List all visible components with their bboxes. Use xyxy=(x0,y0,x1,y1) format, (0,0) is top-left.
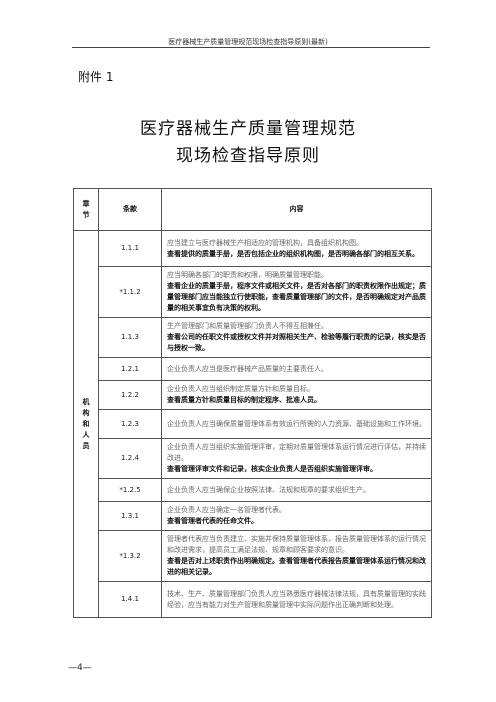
inspection-method-text: 查看管理者代表的任命文件。 xyxy=(167,517,258,525)
requirement-text: 企业负责人应当是医疗器械产品质量的主要责任人。 xyxy=(167,364,328,373)
clause-code: 1.2.3 xyxy=(98,409,162,439)
header-content: 内容 xyxy=(161,188,432,231)
clause-content: 管理者代表应当负责建立、实施并保持质量管理体系，报告质量管理体系的运行情况和改进… xyxy=(161,530,432,582)
header-chapter-char-2: 节 xyxy=(82,210,90,219)
document-title-line-2: 现场检查指导原则 xyxy=(176,146,320,166)
chapter-name-char: 机 xyxy=(82,397,90,406)
table-header-row: 章 节 条款 内容 xyxy=(73,188,432,231)
inspection-method-text: 查看质量方针和质量目标的制定程序、批准人员。 xyxy=(167,396,321,404)
clause-content: 企业负责人应当是医疗器械产品质量的主要责任人。 xyxy=(161,357,432,381)
clause-content: 企业负责人应当组织制定质量方针和质量目标。查看质量方针和质量目标的制定程序、批准… xyxy=(161,380,432,410)
clause-content: 企业负责人应当确保企业按照法律、法规和规章的要求组织生产。 xyxy=(161,478,432,502)
header-chapter: 章 节 xyxy=(73,188,99,231)
clause-code: 1.2.2 xyxy=(98,380,162,410)
clause-content: 技术、生产、质量管理部门负责人应当熟悉医疗器械法律法规，具有质量管理的实践经验，… xyxy=(161,581,432,618)
attachment-label: 附件 1 xyxy=(78,70,114,84)
clause-content: 应当建立与医疗器械生产相适应的管理机构，具备组织机构图。查看提供的质量手册，是否… xyxy=(161,230,432,267)
clause-code: 1.4.1 xyxy=(98,581,162,618)
requirement-text: 企业负责人应当确保企业按照法律、法规和规章的要求组织生产。 xyxy=(167,485,370,494)
clause-code: *1.1.2 xyxy=(98,266,162,318)
clause-content: 企业负责人应当确定一名管理者代表。查看管理者代表的任命文件。 xyxy=(161,501,432,531)
requirement-text: 企业负责人应当确保质量管理体系有效运行所需的人力资源、基础设施和工作环境。 xyxy=(167,419,426,428)
requirement-text: 技术、生产、质量管理部门负责人应当熟悉医疗器械法律法规，具有质量管理的实践经验，… xyxy=(167,589,426,609)
inspection-method-text: 查看管理评审文件和记录，核实企业负责人是否组织实施管理评审。 xyxy=(167,465,377,473)
header-clause: 条款 xyxy=(98,188,162,231)
clause-code: 1.1.3 xyxy=(98,317,162,358)
requirement-text: 应当明确各部门的职责和权限，明确质量管理职能。 xyxy=(167,271,328,279)
inspection-method-text: 查看公司的任职文件或授权文件并对照相关生产、检验等履行职责的记录，核实是否与授权… xyxy=(167,333,426,352)
requirement-text: 企业负责人应当组织制定质量方针和质量目标。 xyxy=(167,385,314,393)
inspection-method-text: 查看企业的质量手册，程序文件或相关文件，是否对各部门的职责权限作出规定；质量管理… xyxy=(167,282,426,312)
inspection-method-text: 查看提供的质量手册，是否包括企业的组织机构图，是否明确各部门的相互关系。 xyxy=(167,249,419,258)
clause-code: *1.2.5 xyxy=(98,478,162,502)
clause-content: 应当明确各部门的职责和权限，明确质量管理职能。查看企业的质量手册，程序文件或相关… xyxy=(161,266,432,318)
requirement-text: 生产管理部门和质量管理部门负责人不得互相兼任。 xyxy=(167,322,328,330)
requirement-text: 企业负责人应当组织实施管理评审，定期对质量管理体系运行情况进行评估，并持续改进。 xyxy=(167,443,426,462)
page-number: —4— xyxy=(68,663,92,673)
chapter-name-char: 员 xyxy=(82,441,90,450)
requirement-text: 企业负责人应当确定一名管理者代表。 xyxy=(167,506,286,514)
clause-content: 生产管理部门和质量管理部门负责人不得互相兼任。查看公司的任职文件或授权文件并对照… xyxy=(161,317,432,358)
clause-code: 1.2.1 xyxy=(98,357,162,381)
header-divider xyxy=(72,47,430,48)
chapter-cell: 机构和人员 xyxy=(73,230,99,618)
requirement-text: 应当建立与医疗器械生产相适应的管理机构，具备组织机构图。 xyxy=(167,238,363,247)
table-row: 1.2.3 企业负责人应当确保质量管理体系有效运行所需的人力资源、基础设施和工作环… xyxy=(74,409,432,439)
table-row: *1.3.2 管理者代表应当负责建立、实施并保持质量管理体系，报告质量管理体系的运… xyxy=(74,530,432,582)
table-row: 1.2.1 企业负责人应当是医疗器械产品质量的主要责任人。 xyxy=(74,357,432,381)
clause-content: 企业负责人应当组织实施管理评审，定期对质量管理体系运行情况进行评估，并持续改进。… xyxy=(161,438,432,479)
chapter-name-char: 构 xyxy=(82,408,90,417)
clause-code: 1.3.1 xyxy=(98,501,162,531)
header-chapter-char-1: 章 xyxy=(82,199,90,208)
inspection-method-text: 查看是否对上述职责作出明确规定。查看管理者代表报告质量管理体系运行情况和改进的相… xyxy=(167,557,426,576)
chapter-name-char: 人 xyxy=(82,430,90,439)
clause-code: 1.1.1 xyxy=(98,230,162,267)
requirement-text: 管理者代表应当负责建立、实施并保持质量管理体系，报告质量管理体系的运行情况和改进… xyxy=(167,535,426,554)
chapter-name-char: 和 xyxy=(82,419,90,428)
clause-code: 1.2.4 xyxy=(98,438,162,479)
clause-code: *1.3.2 xyxy=(98,530,162,582)
running-header: 医疗器械生产质量管理规范现场检查指导原则(最新) xyxy=(168,38,328,46)
clause-content: 企业负责人应当确保质量管理体系有效运行所需的人力资源、基础设施和工作环境。 xyxy=(161,409,432,439)
document-title-line-1: 医疗器械生产质量管理规范 xyxy=(140,119,356,139)
table-row: *1.2.5 企业负责人应当确保企业按照法律、法规和规章的要求组织生产。 xyxy=(74,478,432,502)
